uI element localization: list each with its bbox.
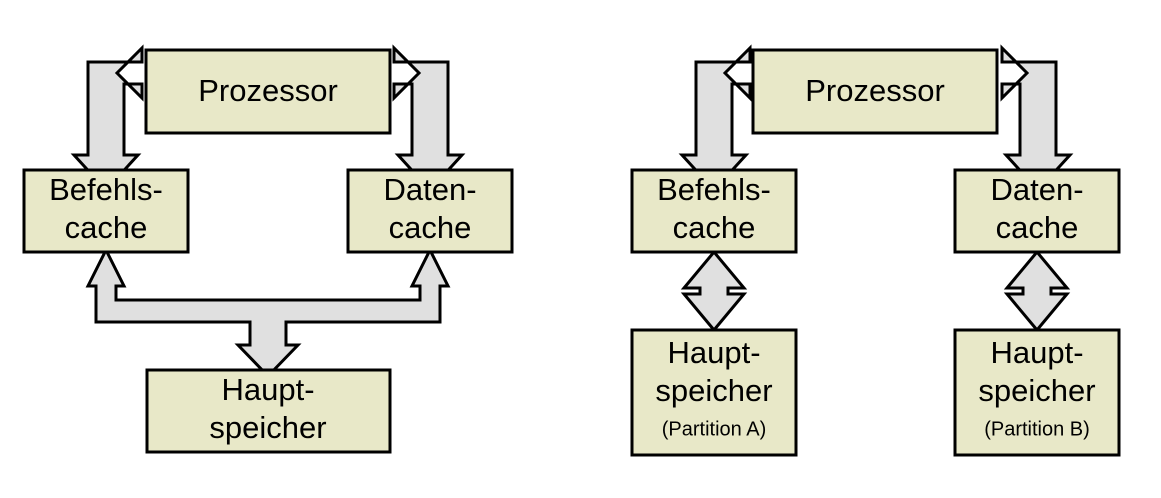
left-main-memory-label-line2: speicher [209,410,326,445]
arrow-processor-data-cache-left [392,44,466,193]
right-main-memory-a-partition-label: (Partition A) [662,418,766,440]
left-processor-box [144,48,392,135]
right-main-memory-b-box [953,328,1121,457]
right-main-memory-a-box [630,328,798,457]
right-data-cache-label-line1: Daten- [990,172,1083,207]
right-data-cache-node: Daten- cache [953,168,1121,254]
right-processor-box [751,48,999,135]
arrow-processor-instruction-cache-left [70,44,144,193]
left-instruction-cache-label-line2: cache [65,210,148,245]
right-instruction-cache-label-line2: cache [673,210,756,245]
right-instruction-cache-node: Befehls- cache [630,168,798,254]
right-main-memory-b-node: Haupt- speicher (Partition B) [953,328,1121,457]
left-data-cache-label-line1: Daten- [383,172,476,207]
left-data-cache-node: Daten- cache [346,168,514,254]
left-processor-label: Prozessor [198,73,338,108]
left-processor-node: Prozessor [144,48,392,135]
right-data-cache-label-line2: cache [996,210,1079,245]
right-main-memory-b-label-line1: Haupt- [990,335,1083,370]
right-main-memory-a-label-line2: speicher [655,373,772,408]
right-processor-label: Prozessor [805,73,945,108]
arrow-data-cache-memory-b [1003,249,1071,333]
left-instruction-cache-box [22,168,190,254]
left-data-cache-box [346,168,514,254]
left-main-memory-node: Haupt- speicher [145,368,392,454]
right-main-memory-b-label-line2: speicher [978,373,1095,408]
arrow-processor-instruction-cache-right [678,44,752,193]
arrow-instruction-cache-memory-a [680,249,748,333]
right-main-memory-a-label-line1: Haupt- [667,335,760,370]
right-main-memory-b-partition-label: (Partition B) [984,418,1090,440]
arrow-caches-main-memory-left [85,246,451,379]
right-instruction-cache-box [630,168,798,254]
left-instruction-cache-label-line1: Befehls- [49,172,163,207]
right-diagram-group: Prozessor Befehls- cache Daten- cache Ha… [630,44,1121,457]
left-main-memory-label-line1: Haupt- [221,372,314,407]
right-processor-node: Prozessor [751,48,999,135]
right-main-memory-a-node: Haupt- speicher (Partition A) [630,328,798,457]
right-data-cache-box [953,168,1121,254]
left-data-cache-label-line2: cache [389,210,472,245]
left-main-memory-box [145,368,392,454]
left-diagram-group: Prozessor Befehls- cache Daten- cache Ha… [22,44,514,454]
left-instruction-cache-node: Befehls- cache [22,168,190,254]
right-instruction-cache-label-line1: Befehls- [657,172,771,207]
arrow-processor-data-cache-right [1000,44,1074,193]
